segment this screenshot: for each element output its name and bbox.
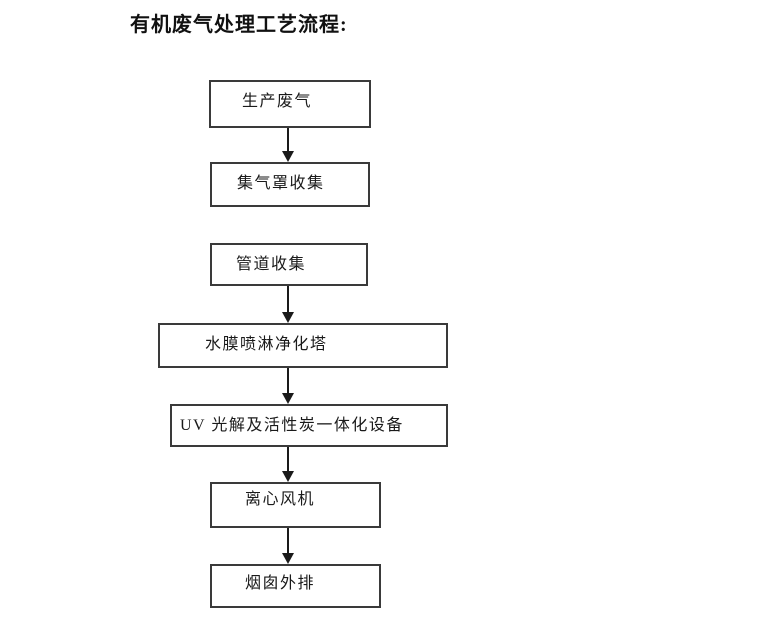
flow-node-production-waste-gas: 生产废气 bbox=[209, 80, 371, 128]
arrow-down-icon bbox=[282, 447, 294, 482]
arrow-down-icon bbox=[282, 528, 294, 564]
flow-node-pipeline-collection: 管道收集 bbox=[210, 243, 368, 286]
arrow-down-icon bbox=[282, 128, 294, 162]
arrow-head bbox=[282, 151, 294, 162]
arrow-down-icon bbox=[282, 368, 294, 404]
arrow-line bbox=[287, 528, 289, 553]
arrow-line bbox=[287, 286, 289, 312]
arrow-line bbox=[287, 447, 289, 471]
arrow-head bbox=[282, 553, 294, 564]
arrow-head bbox=[282, 312, 294, 323]
arrow-down-icon bbox=[282, 286, 294, 323]
arrow-head bbox=[282, 393, 294, 404]
flow-node-gas-hood-collection: 集气罩收集 bbox=[210, 162, 370, 207]
flow-node-label: 烟囱外排 bbox=[245, 575, 316, 592]
arrow-line bbox=[287, 128, 289, 151]
arrow-head bbox=[282, 471, 294, 482]
flow-node-label: 水膜喷淋净化塔 bbox=[205, 336, 328, 353]
flow-node-uv-activated-carbon-unit: UV 光解及活性炭一体化设备 bbox=[170, 404, 448, 447]
page-title: 有机废气处理工艺流程: bbox=[130, 14, 348, 36]
flow-node-label: 离心风机 bbox=[245, 491, 316, 508]
flow-node-label: 管道收集 bbox=[236, 256, 307, 273]
flow-node-label: 生产废气 bbox=[242, 93, 313, 110]
flow-node-chimney-discharge: 烟囱外排 bbox=[210, 564, 381, 608]
flow-node-centrifugal-fan: 离心风机 bbox=[210, 482, 381, 528]
flow-node-label: 集气罩收集 bbox=[237, 175, 325, 192]
arrow-line bbox=[287, 368, 289, 393]
flow-node-water-film-spray-tower: 水膜喷淋净化塔 bbox=[158, 323, 448, 368]
flow-node-label: UV 光解及活性炭一体化设备 bbox=[180, 417, 404, 434]
